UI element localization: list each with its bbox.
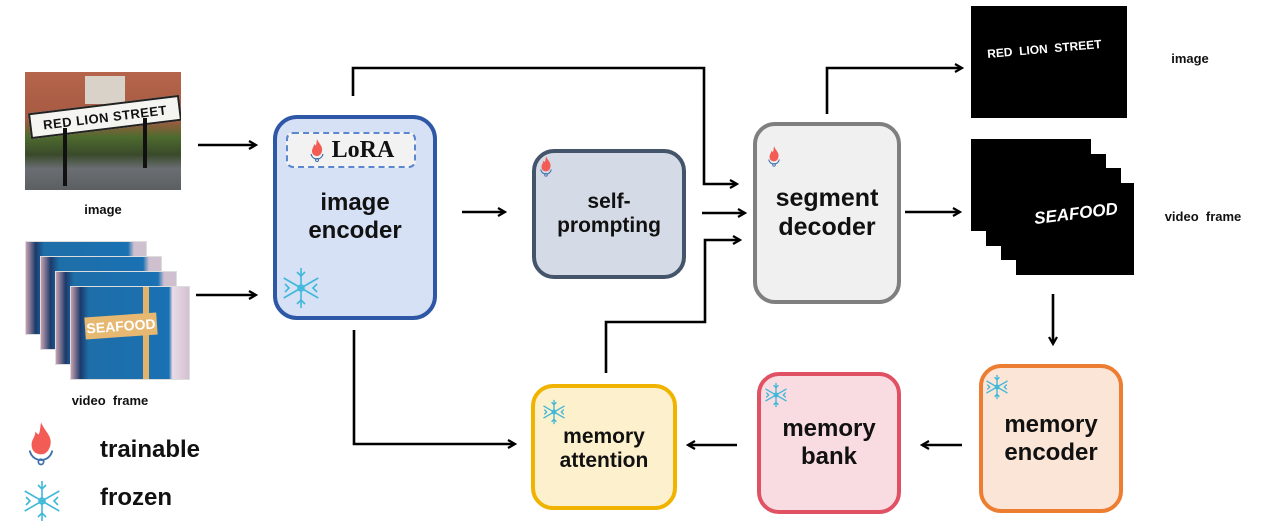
arrow-encoder-skip-to-decoder xyxy=(351,66,737,184)
flame-icon xyxy=(28,422,54,466)
output-image-mask: RED LION STREET xyxy=(971,6,1127,118)
snowflake-icon xyxy=(543,399,565,425)
arrow-encoder-to-attention xyxy=(352,330,515,444)
sign-post xyxy=(63,128,67,186)
memory-bank-module[interactable]: memory bank xyxy=(757,372,901,514)
input-image: RED LION STREET xyxy=(25,72,181,190)
memory-attention-label: memory attention xyxy=(559,424,649,472)
lora-label: LoRA xyxy=(331,136,395,163)
image-encoder-label: image encoder xyxy=(308,188,402,244)
memory-encoder-module[interactable]: memory encoder xyxy=(979,364,1123,513)
snowflake-icon xyxy=(24,481,60,521)
arrow-decoder-to-image-mask xyxy=(825,68,962,114)
arrow-memory-attention-to-decoder xyxy=(604,240,740,373)
legend-label-frozen: frozen xyxy=(100,484,172,511)
flame-icon xyxy=(310,139,324,162)
snowflake-icon xyxy=(283,268,319,308)
sign-post xyxy=(143,118,147,168)
segment-decoder-label: segment decoder xyxy=(775,184,879,241)
window xyxy=(85,76,125,104)
input-image-label: image xyxy=(84,202,122,217)
segment-decoder-module[interactable]: segment decoder xyxy=(753,122,901,304)
snowflake-icon xyxy=(765,382,787,408)
self-prompting-label: self- prompting xyxy=(557,189,661,237)
memory-encoder-label: memory encoder xyxy=(1004,410,1098,466)
flame-icon xyxy=(768,146,780,167)
output-image-label: image xyxy=(1171,51,1209,66)
memory-attention-module[interactable]: memory attention xyxy=(531,384,677,510)
snowflake-icon xyxy=(986,374,1008,400)
self-prompting-module[interactable]: self- prompting xyxy=(532,149,686,279)
legend-label-trainable: trainable xyxy=(100,436,201,463)
flame-icon xyxy=(540,156,552,177)
memory-bank-label: memory bank xyxy=(782,415,876,470)
input-video-label: video frame xyxy=(71,393,149,408)
image-mask-text: RED LION STREET xyxy=(986,37,1103,61)
video-frame: SEAFOOD xyxy=(70,286,190,380)
output-video-label: video frame xyxy=(1164,209,1242,224)
lora-adapter[interactable]: LoRA xyxy=(286,132,416,168)
video-mask-frame xyxy=(1016,183,1134,275)
